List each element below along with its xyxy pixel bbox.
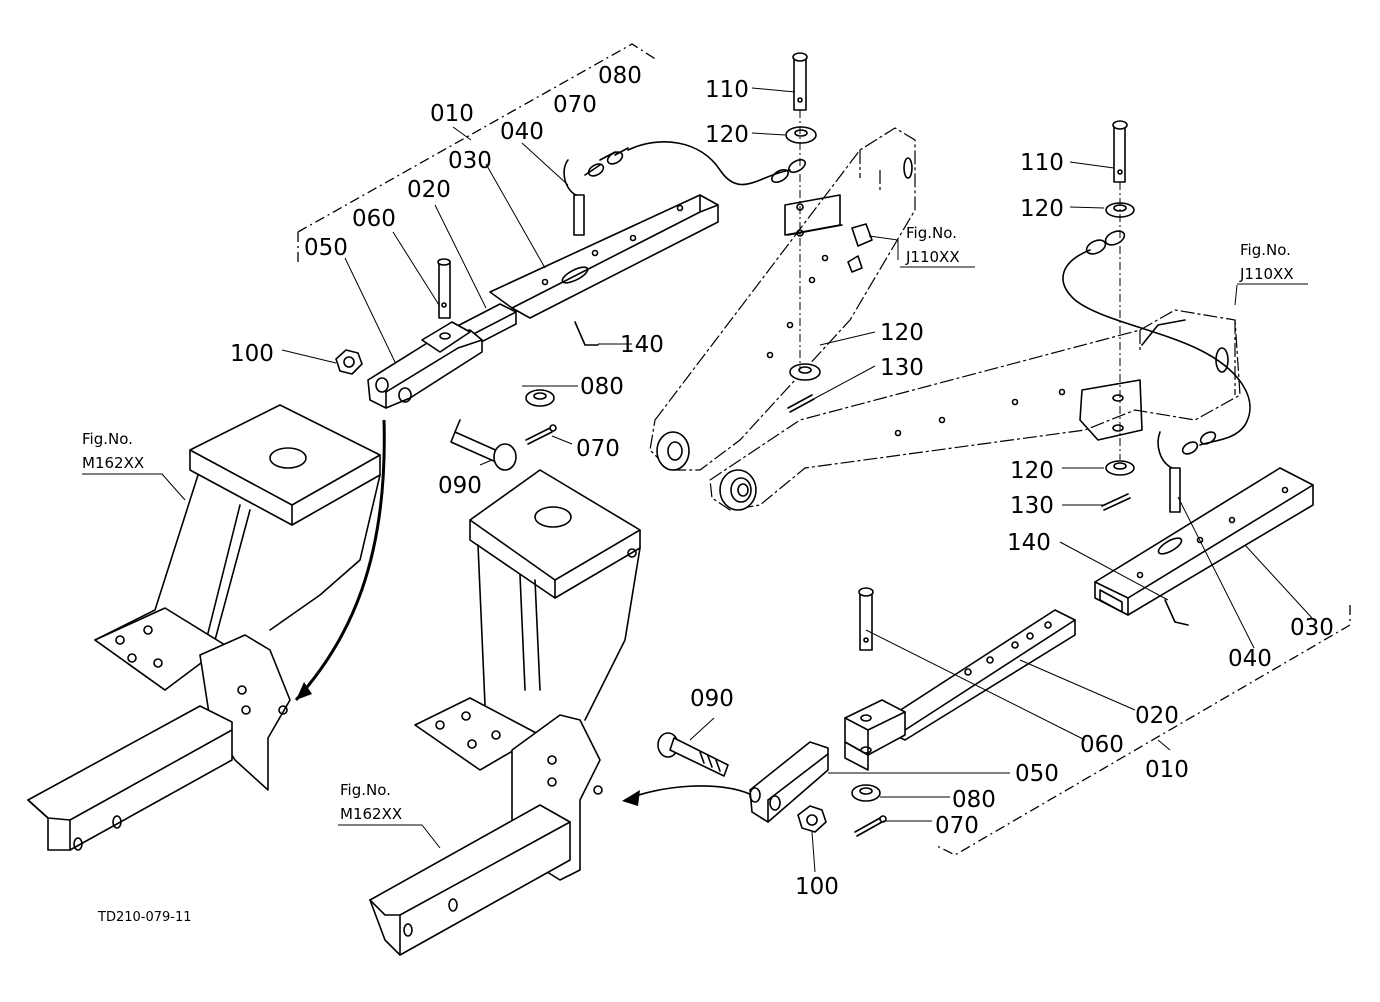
callout-top-110: 110 <box>705 77 749 103</box>
callout-right-110: 110 <box>1020 150 1064 176</box>
callout-left-010: 010 <box>430 101 474 127</box>
callout-left-080: 080 <box>580 374 624 400</box>
ref-m162-mid-line2: M162XX <box>340 805 402 823</box>
ref-j110-right-line2: J110XX <box>1239 265 1294 283</box>
right-assembly-boundary <box>934 605 1351 856</box>
callout-mid-120: 120 <box>880 320 924 346</box>
ref-m162-left-line1: Fig.No. <box>82 430 133 448</box>
left-assembly-boundary <box>297 43 658 262</box>
callout-left-060: 060 <box>352 206 396 232</box>
callout-right-130: 130 <box>1010 493 1054 519</box>
callout-right-090: 090 <box>690 686 734 712</box>
callout-right-140: 140 <box>1007 530 1051 556</box>
callout-right-010: 010 <box>1145 757 1189 783</box>
top-pin-set <box>771 52 821 413</box>
callout-right-120: 120 <box>1010 458 1054 484</box>
ref-m162-left-line2: M162XX <box>82 454 144 472</box>
ref-j110-top-line2: J110XX <box>905 248 960 266</box>
callout-left-040: 040 <box>500 119 544 145</box>
lower-link-arms <box>649 127 1241 511</box>
figure-references: Fig.No. M162XX Fig.No. M162XX Fig.No. J1… <box>82 224 1308 823</box>
right-pin-set <box>1062 120 1251 511</box>
callout-right-040: 040 <box>1228 646 1272 672</box>
callout-left-070-top: 070 <box>553 92 597 118</box>
left-sway-stabilizer-assembly <box>294 141 791 702</box>
callout-right-050: 050 <box>1015 761 1059 787</box>
callout-left-080-top: 080 <box>598 63 642 89</box>
callout-right-070: 070 <box>935 813 979 839</box>
callout-right-100: 100 <box>795 874 839 900</box>
ref-m162-mid-line1: Fig.No. <box>340 781 391 799</box>
callout-labels: 080 070 010 040 030 020 060 050 100 080 … <box>230 63 1334 900</box>
callout-left-090: 090 <box>438 473 482 499</box>
callout-right-080: 080 <box>952 787 996 813</box>
callout-top-120: 120 <box>705 122 749 148</box>
leader-lines <box>82 87 1313 873</box>
middle-mounting-bracket <box>369 469 753 956</box>
callout-left-100: 100 <box>230 341 274 367</box>
callout-left-050: 050 <box>304 235 348 261</box>
callout-left-140: 140 <box>620 332 664 358</box>
callout-left-020: 020 <box>407 177 451 203</box>
left-mounting-bracket <box>27 404 381 851</box>
callout-left-030: 030 <box>448 148 492 174</box>
ref-j110-right-line1: Fig.No. <box>1240 241 1291 259</box>
callout-right-020: 020 <box>1135 703 1179 729</box>
figure-code: TD210-079-11 <box>97 910 192 925</box>
right-sway-stabilizer-assembly <box>657 431 1314 837</box>
callout-right-060: 060 <box>1080 732 1124 758</box>
ref-j110-top-line1: Fig.No. <box>906 224 957 242</box>
callout-left-070: 070 <box>576 436 620 462</box>
callout-mid-130: 130 <box>880 355 924 381</box>
callout-right-030: 030 <box>1290 615 1334 641</box>
callout-right-120-top: 120 <box>1020 196 1064 222</box>
